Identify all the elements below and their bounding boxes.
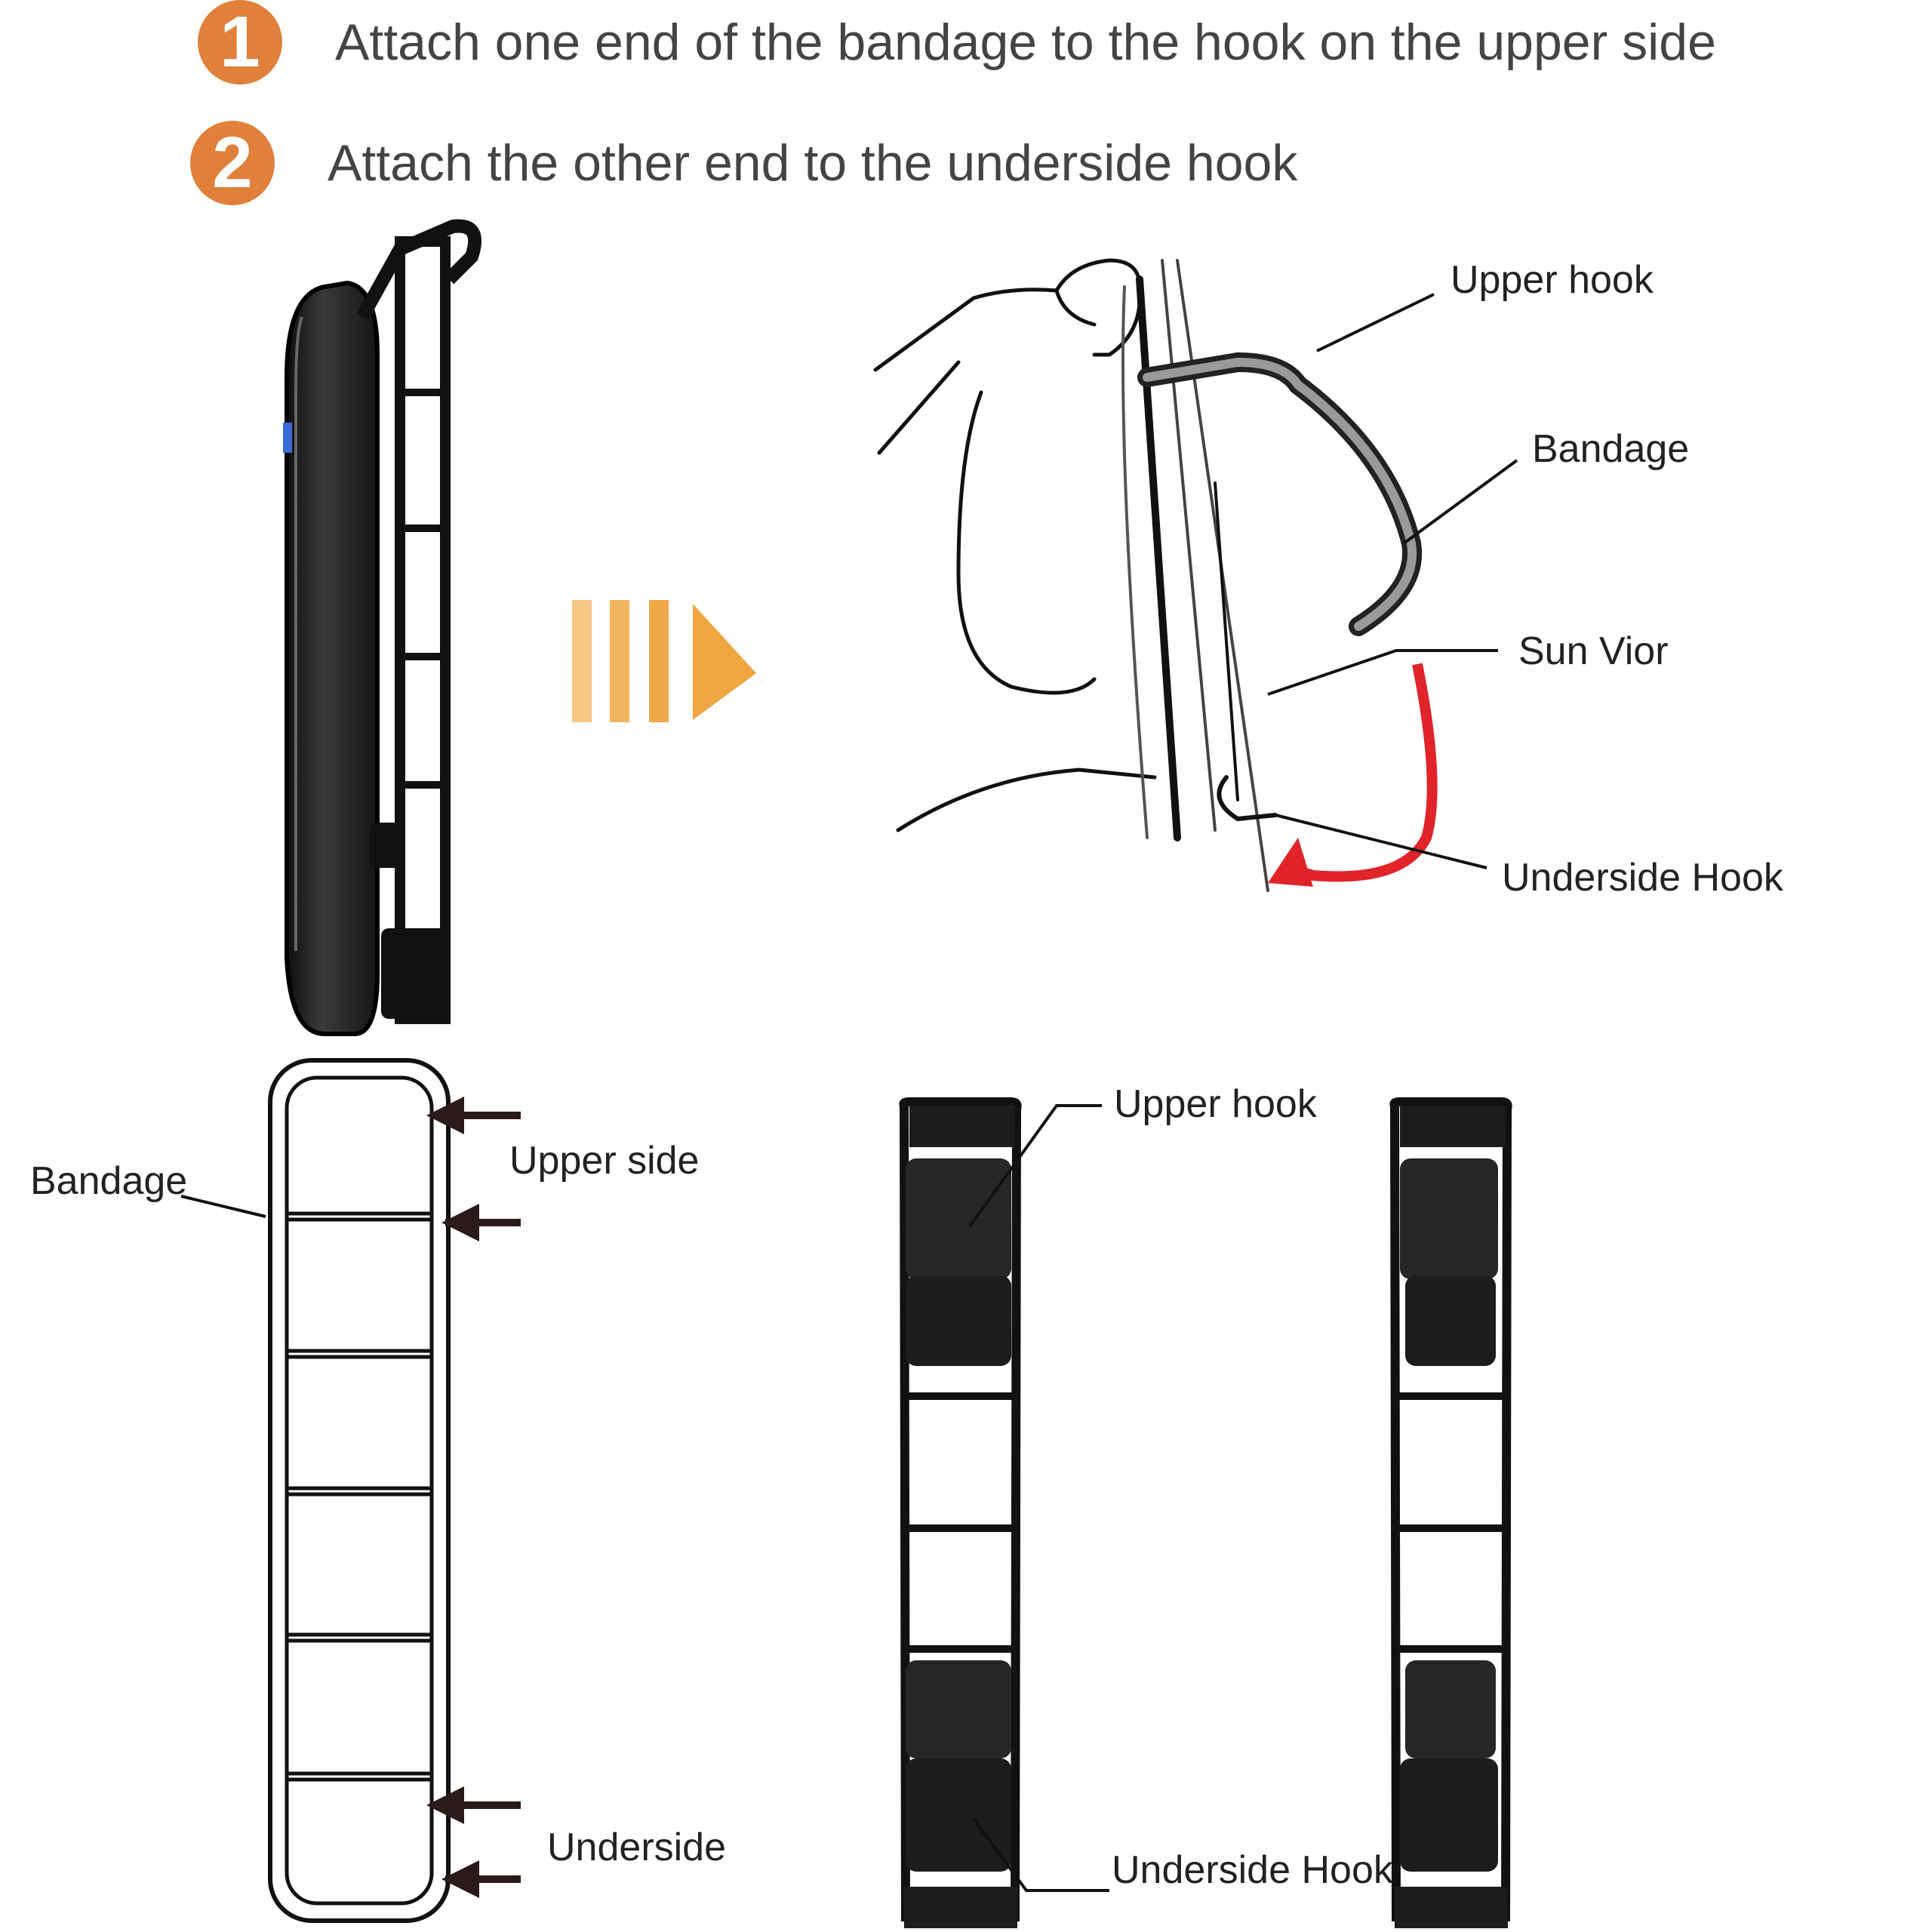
clip-frame-left (899, 1097, 1022, 1928)
label-underside-hook-top: Underside Hook (1502, 856, 1784, 900)
pointer-arrow-icon (426, 1097, 521, 1898)
label-bandage-top: Bandage (1532, 427, 1689, 471)
bandage-outline (268, 1058, 451, 1923)
step-1: 1 Attach one end of the bandage to the h… (198, 0, 1716, 85)
label-upper-hook-bottom: Upper hook (1114, 1082, 1318, 1126)
label-upper-hook-top: Upper hook (1451, 258, 1654, 302)
visor-device-photo (283, 219, 481, 1036)
curved-red-arrow-icon (1268, 663, 1438, 887)
right-arrow-icon (572, 600, 756, 722)
step-2-text: Attach the other end to the underside ho… (328, 134, 1298, 192)
leader-lines-top (1267, 293, 1518, 869)
label-underside: Underside (547, 1826, 726, 1869)
step-1-badge: 1 (198, 0, 282, 85)
hand-visor-illustration (873, 258, 1423, 892)
step-2: 2 Attach the other end to the underside … (190, 121, 1297, 205)
label-bandage-bottom: Bandage (30, 1159, 187, 1203)
label-underside-hook-bottom: Underside Hook (1112, 1848, 1394, 1892)
clip-frame-right (1389, 1097, 1512, 1928)
leader-lines-bottom (968, 1104, 1109, 1892)
step-2-badge: 2 (190, 121, 275, 205)
label-upper-side: Upper side (509, 1139, 699, 1183)
bandage-leader-line (180, 1195, 266, 1218)
step-1-text: Attach one end of the bandage to the hoo… (335, 14, 1716, 71)
label-sun-visor: Sun Vior (1518, 629, 1669, 673)
